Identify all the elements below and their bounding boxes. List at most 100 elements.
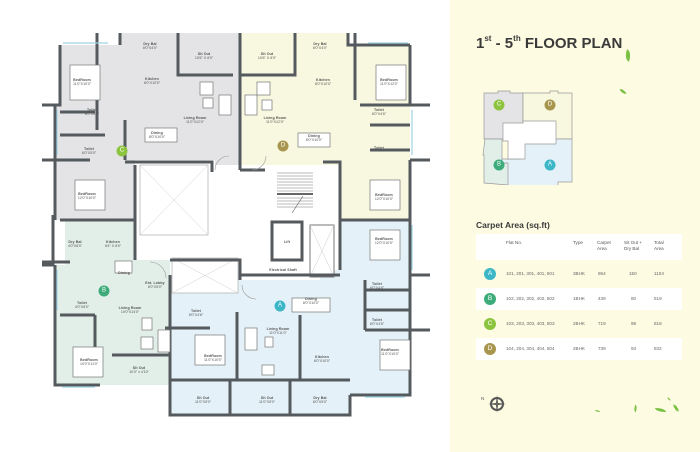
flat-numbers: 104, 204, 304, 404, 504 <box>506 346 555 351</box>
col-sitout-drybal: Sit Out +Dry Bal <box>624 240 643 251</box>
floor-plan-drawing <box>42 33 430 417</box>
carpet-area: 739 <box>598 346 606 351</box>
unit-d-zone <box>240 33 410 220</box>
unit-b-badge: B <box>484 293 496 305</box>
unit-b-badge: B <box>98 285 110 297</box>
total-area: 832 <box>654 346 662 351</box>
total-area: 519 <box>654 296 662 301</box>
sitout-area: 99 <box>631 321 637 326</box>
sitout-area: 150 <box>629 271 637 276</box>
carpet-area: 719 <box>598 321 606 326</box>
compass-north-label: N <box>481 396 485 401</box>
flat-type: 1BHK <box>573 296 586 301</box>
staircase <box>277 172 313 214</box>
key-plan: C D B A <box>480 85 580 191</box>
table-row: C 103, 203, 303, 403, 503 2BHK 719 99 81… <box>476 313 682 335</box>
leaf-icon <box>595 410 600 412</box>
unit-d-badge: D <box>277 140 289 152</box>
north-compass-icon: N <box>481 394 507 418</box>
room-label: Toilet <box>374 146 384 150</box>
room-label: Dining <box>118 271 130 275</box>
key-unit-c-badge: C <box>493 99 505 111</box>
page-title: 1st - 5th FLOOR PLAN <box>476 34 623 52</box>
unit-c-badge: C <box>116 145 128 157</box>
unit-a-badge: A <box>274 300 286 312</box>
leaf-icon <box>655 408 666 412</box>
table-row: D 104, 204, 304, 404, 504 2BHK 739 93 83… <box>476 338 682 360</box>
table-row: A 101, 201, 301, 401, 501 3BHK 954 150 1… <box>476 263 682 285</box>
flat-numbers: 103, 203, 303, 403, 503 <box>506 321 555 326</box>
room-label: Lift <box>284 240 290 244</box>
lift-box <box>270 220 304 262</box>
flat-type: 3BHK <box>573 271 586 276</box>
col-type: Type <box>573 240 583 245</box>
key-unit-a-badge: A <box>544 159 556 171</box>
info-panel <box>450 0 700 452</box>
sitout-area: 80 <box>631 296 637 301</box>
windows <box>56 42 413 398</box>
carpet-area: 954 <box>598 271 606 276</box>
flat-type: 2BHK <box>573 321 586 326</box>
furniture <box>69 64 411 378</box>
unit-c-zone <box>55 33 240 220</box>
table-row: B 102, 202, 302, 402, 502 1BHK 439 80 51… <box>476 288 682 310</box>
carpet-area-title: Carpet Area (sq.ft) <box>476 220 550 230</box>
flat-type: 2BHK <box>573 346 586 351</box>
unit-c-badge: C <box>484 318 496 330</box>
total-area: 1104 <box>654 271 664 276</box>
unit-a-zone <box>170 220 410 415</box>
sitout-area: 93 <box>631 346 637 351</box>
unit-d-badge: D <box>484 343 496 355</box>
col-flat-no: Flat No. <box>506 240 523 245</box>
key-unit-d-badge: D <box>544 99 556 111</box>
doors <box>149 155 267 300</box>
key-unit-b-badge: B <box>493 159 505 171</box>
flat-numbers: 101, 201, 301, 401, 501 <box>506 271 555 276</box>
total-area: 818 <box>654 321 662 326</box>
compass-icon <box>488 395 506 413</box>
room-label: Electrical Shaft <box>269 268 297 272</box>
walls <box>42 33 430 417</box>
carpet-area: 439 <box>598 296 606 301</box>
